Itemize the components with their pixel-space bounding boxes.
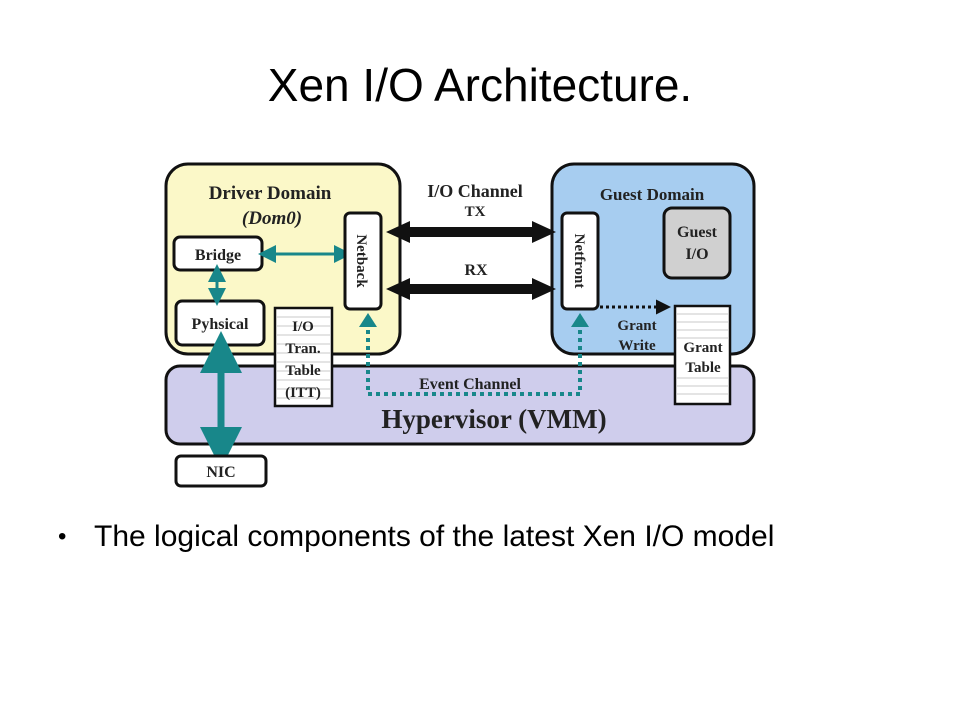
- itt-label-line4: (ITT): [285, 385, 321, 401]
- netfront-box: [560, 211, 600, 311]
- physical-label: Pyhsical: [192, 316, 249, 333]
- bullet-text: The logical components of the latest Xen…: [94, 520, 775, 553]
- grant-table-line2: Table: [685, 360, 721, 376]
- slide-title: Xen I/O Architecture.: [267, 59, 693, 111]
- driver-domain-subtitle: (Dom0): [242, 208, 302, 229]
- event-channel-arrowhead-right: [571, 313, 589, 327]
- hypervisor-label: Hypervisor (VMM): [381, 404, 606, 434]
- io-channel-label: I/O Channel: [427, 181, 523, 201]
- rx-label: RX: [464, 262, 488, 279]
- event-channel-arrowhead-left: [359, 313, 377, 327]
- tx-arrow: [386, 221, 556, 243]
- event-channel-path: [366, 322, 582, 396]
- netback-label: Netback: [353, 234, 369, 288]
- itt-label-line2: Tran.: [285, 341, 320, 357]
- grant-write-line2: Write: [618, 338, 656, 354]
- netfront-label: Netfront: [571, 234, 587, 289]
- grant-write-line1: Grant: [617, 318, 656, 334]
- grant-table-line1: Grant: [683, 340, 722, 356]
- nic-label: NIC: [206, 464, 235, 481]
- event-channel-label: Event Channel: [419, 376, 521, 393]
- guest-io-box: [662, 206, 732, 280]
- bullet-dot: •: [58, 523, 67, 550]
- itt-lines: [277, 316, 330, 399]
- rx-arrow: [386, 278, 556, 300]
- guest-domain-title: Guest Domain: [600, 185, 705, 204]
- grant-table-lines: [677, 313, 728, 395]
- nic-box: [174, 454, 268, 488]
- driver-domain-title: Driver Domain: [209, 183, 332, 204]
- netback-box: [343, 211, 383, 311]
- guest-io-line2: I/O: [685, 246, 708, 263]
- itt-label-line3: Table: [285, 363, 321, 379]
- itt-label-line1: I/O: [292, 319, 314, 335]
- bridge-label: Bridge: [195, 247, 241, 264]
- guest-io-line1: Guest: [677, 224, 718, 241]
- tx-label: TX: [465, 204, 486, 220]
- itt-box: [273, 306, 334, 408]
